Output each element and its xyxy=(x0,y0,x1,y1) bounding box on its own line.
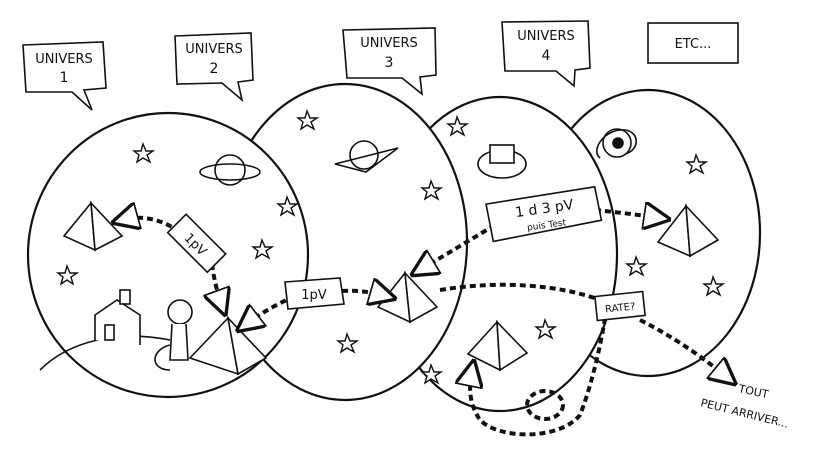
universe-2-number: 2 xyxy=(210,61,219,77)
stars xyxy=(56,108,726,385)
outcome-line-1: TOUT xyxy=(736,382,769,401)
pyramid-icon xyxy=(62,200,124,252)
planet-saturn-icon xyxy=(199,154,261,186)
arrow-1pv-to-pyramid xyxy=(341,291,386,296)
star-icon xyxy=(296,108,320,131)
planet-swirl-icon xyxy=(596,128,638,159)
home-scene xyxy=(39,289,193,371)
arrow-1d3-to-u4 xyxy=(594,210,660,218)
outcome-line-2: PEUT ARRIVER... xyxy=(699,396,790,430)
star-icon xyxy=(276,194,300,217)
planet-cube-icon xyxy=(477,144,527,179)
universe-4-sign: UNIVERS 4 xyxy=(501,20,591,88)
tag-1pv-main: 1pV xyxy=(284,277,345,310)
universe-etc-sign: ETC... xyxy=(647,22,739,64)
universe-3-number: 3 xyxy=(385,55,394,71)
universe-1-label: UNIVERS xyxy=(35,52,92,67)
universe-3-label: UNIVERS xyxy=(360,36,417,51)
arrow-u2-pyramid-to-fail xyxy=(439,282,601,302)
universe-etc-label: ETC... xyxy=(675,37,712,52)
star-icon xyxy=(336,331,360,354)
star-icon xyxy=(702,274,726,297)
star-icon xyxy=(132,141,156,164)
star-icon xyxy=(685,152,709,175)
universe-1-sign: UNIVERS 1 xyxy=(22,41,107,111)
star-icon xyxy=(534,317,558,340)
star-icon xyxy=(56,263,80,286)
universe-2-label: UNIVERS xyxy=(185,42,242,57)
universe-3-sign: UNIVERS 3 xyxy=(342,27,437,96)
star-icon xyxy=(446,114,470,137)
arrow-u3-pyramid-to-1d3 xyxy=(420,223,497,270)
star-icon xyxy=(625,254,649,277)
pyramid-icon xyxy=(656,203,720,258)
universe-4-label: UNIVERS xyxy=(517,29,574,44)
star-icon xyxy=(420,362,444,385)
traveller-icon xyxy=(167,299,193,325)
universe-2-sign: UNIVERS 2 xyxy=(174,32,254,103)
planet-triangle-ring-icon xyxy=(334,140,399,173)
loop-circle xyxy=(525,389,565,421)
star-icon xyxy=(251,237,275,260)
tag-1pv-main-text: 1pV xyxy=(301,288,327,303)
universe-4-number: 4 xyxy=(542,48,551,64)
tag-fail: RATE? xyxy=(593,290,647,322)
star-icon xyxy=(420,178,444,201)
tag-1d3pv: 1 d 3 pV puis Test xyxy=(485,185,603,243)
arrow-fail-to-outcome xyxy=(639,318,728,378)
tag-fail-text: RATE? xyxy=(605,301,636,315)
universe-1-number: 1 xyxy=(60,70,69,86)
